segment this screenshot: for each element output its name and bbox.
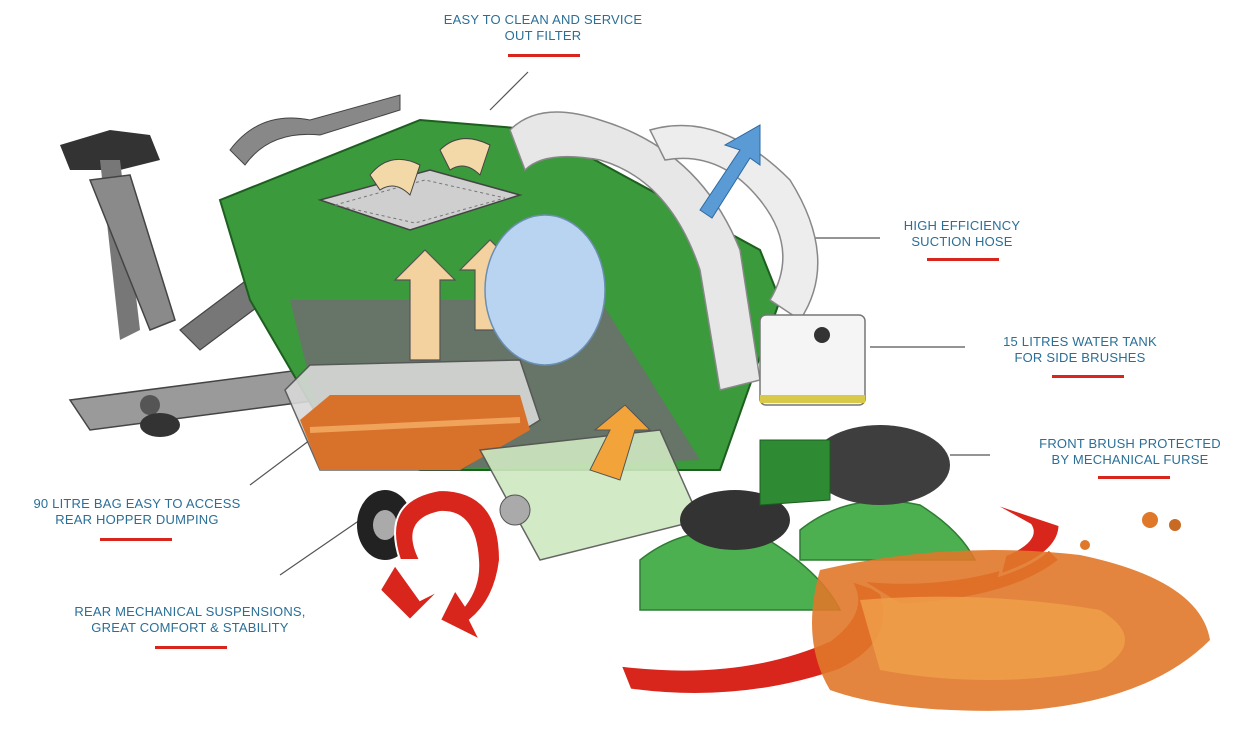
leader-line-suspension xyxy=(280,520,360,575)
callout-filter-line2: OUT FILTER xyxy=(415,28,671,44)
callout-bag: 90 LITRE BAG EASY TO ACCESS REAR HOPPER … xyxy=(4,496,270,528)
callout-bag-line2: REAR HOPPER DUMPING xyxy=(4,512,270,528)
leader-line-filter xyxy=(490,72,528,110)
callout-filter-line1: EASY TO CLEAN AND SERVICE xyxy=(415,12,671,28)
underline-bag xyxy=(100,538,172,541)
callout-filter: EASY TO CLEAN AND SERVICE OUT FILTER xyxy=(415,12,671,44)
callout-suspension-line1: REAR MECHANICAL SUSPENSIONS, xyxy=(40,604,340,620)
callout-suspension: REAR MECHANICAL SUSPENSIONS, GREAT COMFO… xyxy=(40,604,340,636)
callout-tank-line2: FOR SIDE BRUSHES xyxy=(975,350,1185,366)
callout-hose: HIGH EFFICIENCY SUCTION HOSE xyxy=(884,218,1040,250)
underline-suspension xyxy=(155,646,227,649)
underline-hose xyxy=(927,258,999,261)
water-tank xyxy=(760,315,865,405)
callout-brush-line1: FRONT BRUSH PROTECTED xyxy=(1012,436,1248,452)
callout-tank-line1: 15 LITRES WATER TANK xyxy=(975,334,1185,350)
callout-hose-line2: SUCTION HOSE xyxy=(884,234,1040,250)
leader-line-bag xyxy=(250,440,310,485)
callout-bag-line1: 90 LITRE BAG EASY TO ACCESS xyxy=(4,496,270,512)
callout-tank: 15 LITRES WATER TANK FOR SIDE BRUSHES xyxy=(975,334,1185,366)
callout-brush-line2: BY MECHANICAL FURSE xyxy=(1012,452,1248,468)
callout-suspension-line2: GREAT COMFORT & STABILITY xyxy=(40,620,340,636)
callout-hose-line1: HIGH EFFICIENCY xyxy=(884,218,1040,234)
underline-filter xyxy=(508,54,580,57)
underline-tank xyxy=(1052,375,1124,378)
callout-brush: FRONT BRUSH PROTECTED BY MECHANICAL FURS… xyxy=(1012,436,1248,468)
underline-brush xyxy=(1098,476,1170,479)
